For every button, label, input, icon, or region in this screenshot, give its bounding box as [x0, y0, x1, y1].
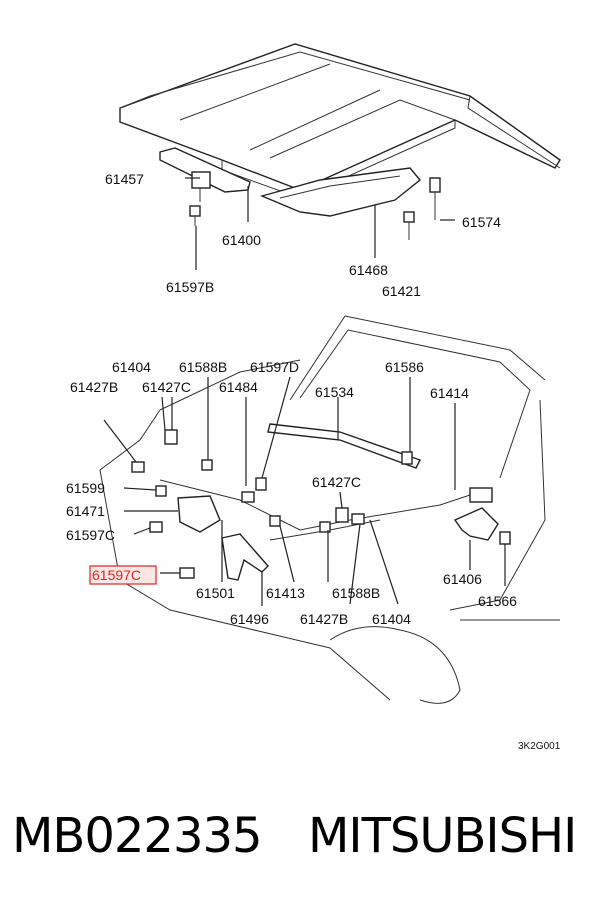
label-61597B: 61597B [166, 279, 214, 295]
hood-hinge-left [159, 147, 251, 202]
label-61427C-top: 61427C [142, 379, 191, 395]
label-61427B-bottom: 61427B [300, 611, 348, 627]
label-61599: 61599 [66, 480, 105, 496]
clips [131, 429, 511, 579]
label-61414: 61414 [430, 385, 469, 401]
label-61597C-highlighted: 61597C [92, 567, 141, 583]
label-61413: 61413 [266, 585, 305, 601]
label-61406: 61406 [443, 571, 482, 587]
label-61471: 61471 [66, 503, 105, 519]
part-number: MB022335 [12, 808, 263, 864]
release-handle [221, 533, 269, 581]
brand-name: MITSUBISHI [308, 808, 577, 864]
label-61404-top: 61404 [112, 359, 151, 375]
label-61484: 61484 [219, 379, 258, 395]
label-61457: 61457 [105, 171, 144, 187]
label-61588B-top: 61588B [179, 359, 227, 375]
label-61588B-bottom: 61588B [332, 585, 380, 601]
hood-bumper [403, 211, 415, 240]
label-61427C-mid: 61427C [312, 474, 361, 490]
highlight-box [89, 565, 157, 585]
label-61534: 61534 [315, 384, 354, 400]
label-61586: 61586 [385, 359, 424, 375]
label-61421: 61421 [382, 283, 421, 299]
label-61597D: 61597D [250, 359, 299, 375]
label-61566: 61566 [478, 593, 517, 609]
label-61496: 61496 [230, 611, 269, 627]
hood-insulator [259, 167, 421, 217]
footer: MB022335 MITSUBISHI [0, 808, 600, 868]
label-61501: 61501 [196, 585, 235, 601]
label-61400: 61400 [222, 232, 261, 248]
label-61597C: 61597C [66, 527, 115, 543]
hood-lock [177, 495, 221, 533]
highlighted-part[interactable]: 61597C [89, 565, 157, 585]
label-61427B-top: 61427B [70, 379, 118, 395]
label-61404-bottom: 61404 [372, 611, 411, 627]
hood-panel [119, 43, 561, 199]
drawing-code: 3K2G001 [518, 741, 561, 752]
label-61468: 61468 [349, 262, 388, 278]
hood-lock-support [267, 423, 421, 469]
label-61574: 61574 [462, 214, 501, 230]
hood-bolt [189, 205, 201, 226]
hood-stay-clip [429, 177, 441, 220]
release-lever [453, 487, 499, 541]
vehicle-body [99, 315, 560, 704]
